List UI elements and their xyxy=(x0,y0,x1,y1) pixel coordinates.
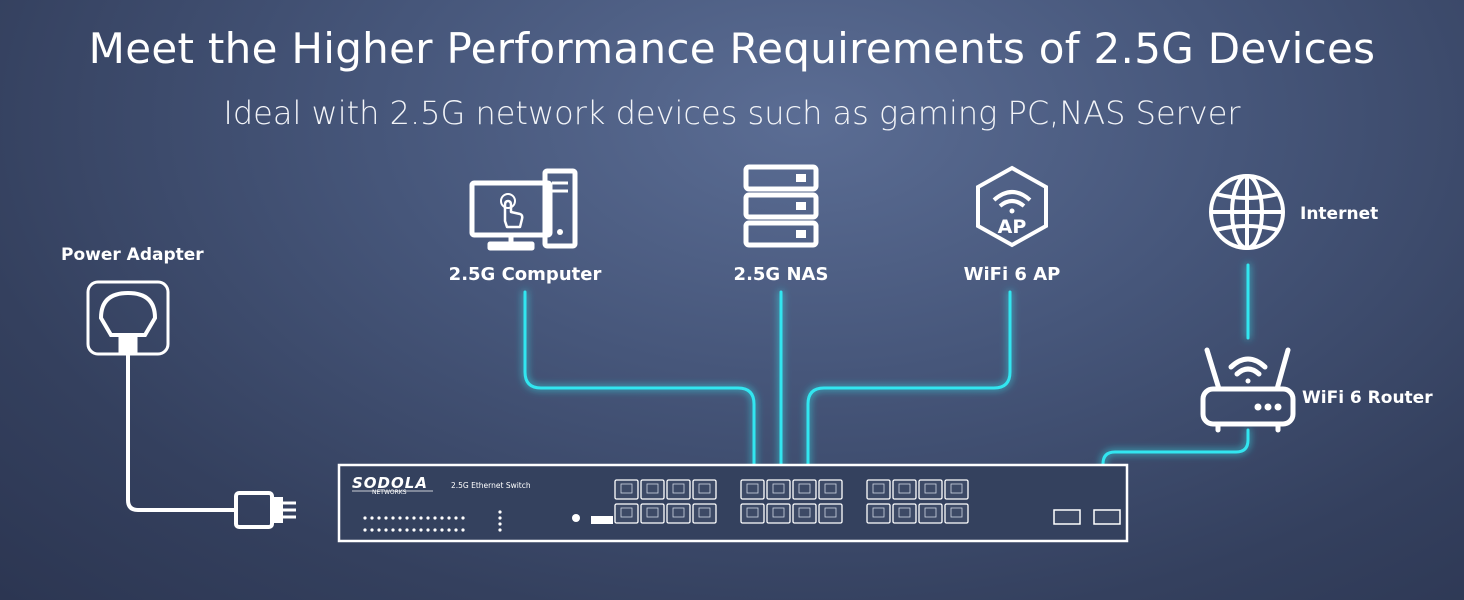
ethernet-cables xyxy=(523,263,1250,518)
switch-brand: SODOLA xyxy=(352,474,428,492)
power-adapter-label: Power Adapter xyxy=(61,245,204,265)
wall-socket-icon xyxy=(86,280,170,356)
power-cord xyxy=(126,354,236,512)
nas-label: 2.5G NAS xyxy=(734,264,829,285)
cable-computer xyxy=(523,290,756,494)
nas-server-icon xyxy=(743,164,819,248)
computer-icon xyxy=(469,168,578,251)
cable-router xyxy=(1101,428,1250,518)
ap-icon-text: AP xyxy=(998,216,1027,238)
page-subtitle: Ideal with 2.5G network devices such as … xyxy=(223,94,1241,132)
switch-model: 2.5G Ethernet Switch xyxy=(451,481,531,490)
dip-switch[interactable] xyxy=(591,516,613,524)
uplink-port-25 xyxy=(1053,509,1081,525)
page-title: Meet the Higher Performance Requirements… xyxy=(88,24,1376,73)
computer-label: 2.5G Computer xyxy=(449,264,602,285)
uplink-port-26 xyxy=(1093,509,1121,525)
globe-icon xyxy=(1209,174,1285,250)
ethernet-switch: SODOLA NETWORKS 2.5G Ethernet Switch xyxy=(337,463,1129,543)
power-plug-icon xyxy=(234,491,296,529)
ap-label: WiFi 6 AP xyxy=(964,264,1061,285)
router-label: WiFi 6 Router xyxy=(1302,388,1433,408)
wifi-ap-icon xyxy=(976,165,1048,248)
internet-label: Internet xyxy=(1300,204,1378,224)
reset-button[interactable] xyxy=(572,514,580,522)
wifi-router-icon xyxy=(1200,347,1296,433)
status-leds xyxy=(363,510,502,532)
cable-ap xyxy=(806,290,1012,494)
switch-brand-sub: NETWORKS xyxy=(372,489,407,496)
